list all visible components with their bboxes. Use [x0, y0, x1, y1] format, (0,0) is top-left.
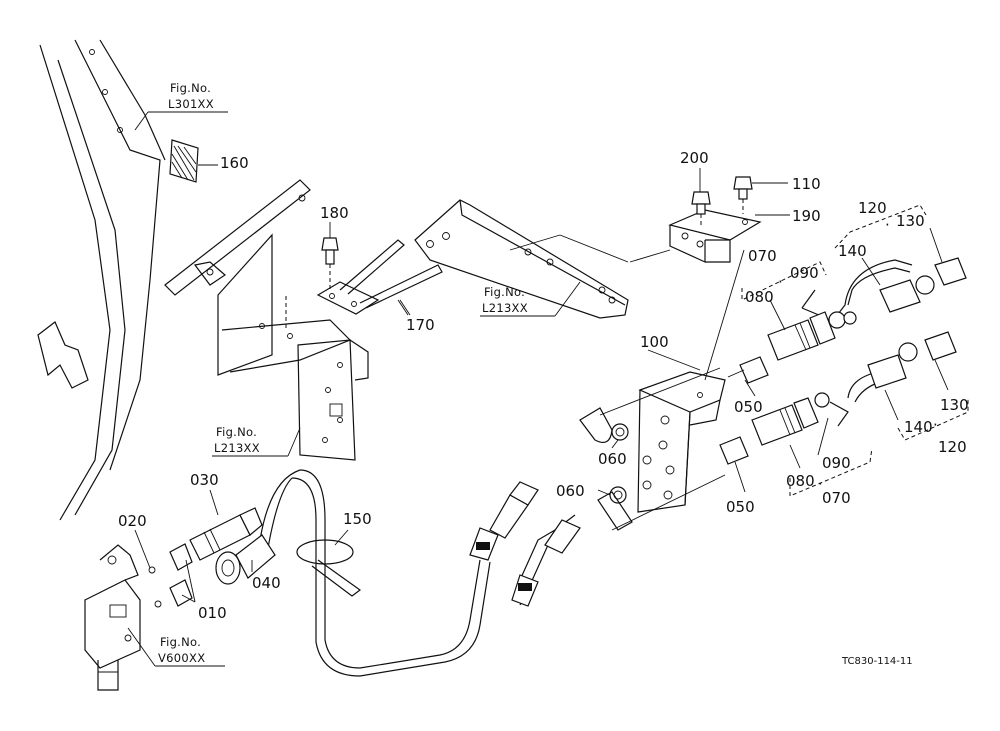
left-bracket	[164, 179, 369, 461]
callout-020: 020	[118, 512, 147, 530]
callout-170: 170	[406, 316, 435, 334]
callouts: 160 180 170 200 110 190 120 130 · 140 07…	[118, 149, 969, 622]
valve-fittings	[148, 507, 276, 608]
callout-160: 160	[220, 154, 249, 172]
bracket-190	[629, 209, 790, 263]
control-valve	[84, 544, 141, 691]
bolt-110	[733, 176, 788, 214]
lower-hose-assembly	[719, 331, 957, 465]
hose-band-150	[296, 539, 362, 597]
callout-070-bottom: 070	[822, 489, 851, 507]
callout-050-top: 050	[734, 398, 763, 416]
callout-070-top: 070	[748, 247, 777, 265]
fig-ref-L301XX: Fig.No. L301XX	[134, 81, 228, 131]
fig-code: V600XX	[158, 651, 205, 665]
fig-label: Fig.No.	[160, 635, 201, 649]
callout-030: 030	[190, 471, 219, 489]
fender-frame	[37, 39, 166, 521]
callout-130-top: 130	[896, 212, 925, 230]
fig-code: L213XX	[482, 301, 528, 315]
fig-ref-V600XX: Fig.No. V600XX	[127, 627, 225, 667]
fig-ref-L213XX-upper: Fig.No. L213XX	[480, 281, 581, 317]
callout-110: 110	[792, 175, 821, 193]
callout-150: 150	[343, 510, 372, 528]
decal-160	[169, 139, 218, 183]
bolt-200	[691, 191, 711, 226]
fig-label: Fig.No.	[170, 81, 211, 95]
callout-100: 100	[640, 333, 669, 351]
callout-080-top: 080	[745, 288, 774, 306]
main-hoses	[259, 469, 581, 677]
callout-060-top: 060	[598, 450, 627, 468]
bolt-180	[321, 237, 339, 292]
callout-060-bottom: 060	[556, 482, 585, 500]
fig-label: Fig.No.	[484, 285, 525, 299]
leader-lines	[134, 168, 949, 603]
fig-ref-L213XX-lower: Fig.No. L213XX	[212, 425, 301, 457]
callout-090-bottom: 090	[822, 454, 851, 472]
callout-010: 010	[198, 604, 227, 622]
dot-sep-3: ·	[818, 475, 823, 493]
callout-140-top: 140	[838, 242, 867, 260]
drawing-code: TC830-114-11	[841, 656, 913, 667]
callout-050-bottom: 050	[726, 498, 755, 516]
u-bolt-170	[316, 239, 443, 316]
center-bracket	[414, 199, 629, 319]
coupler-bracket-100	[637, 249, 745, 513]
fig-code: L301XX	[168, 97, 214, 111]
dot-sep-1: ·	[885, 216, 890, 234]
callout-090-top: 090	[790, 264, 819, 282]
callout-130-bottom: 130	[940, 396, 969, 414]
upper-hose-assembly	[727, 257, 967, 384]
dot-sep-2: ·	[778, 273, 783, 291]
fig-label: Fig.No.	[216, 425, 257, 439]
fig-code: L213XX	[214, 441, 260, 455]
callout-200: 200	[680, 149, 709, 167]
dot-sep-4: ·	[933, 416, 938, 434]
bushings-060-clips-090	[579, 367, 726, 531]
group-brackets	[741, 204, 969, 497]
callout-120-bottom: 120	[938, 438, 967, 456]
callout-120-top: 120	[858, 199, 887, 217]
callout-040: 040	[252, 574, 281, 592]
callout-180: 180	[320, 204, 349, 222]
callout-190: 190	[792, 207, 821, 225]
callout-080-bottom: 080	[786, 472, 815, 490]
callout-140-bottom: 140	[904, 418, 933, 436]
